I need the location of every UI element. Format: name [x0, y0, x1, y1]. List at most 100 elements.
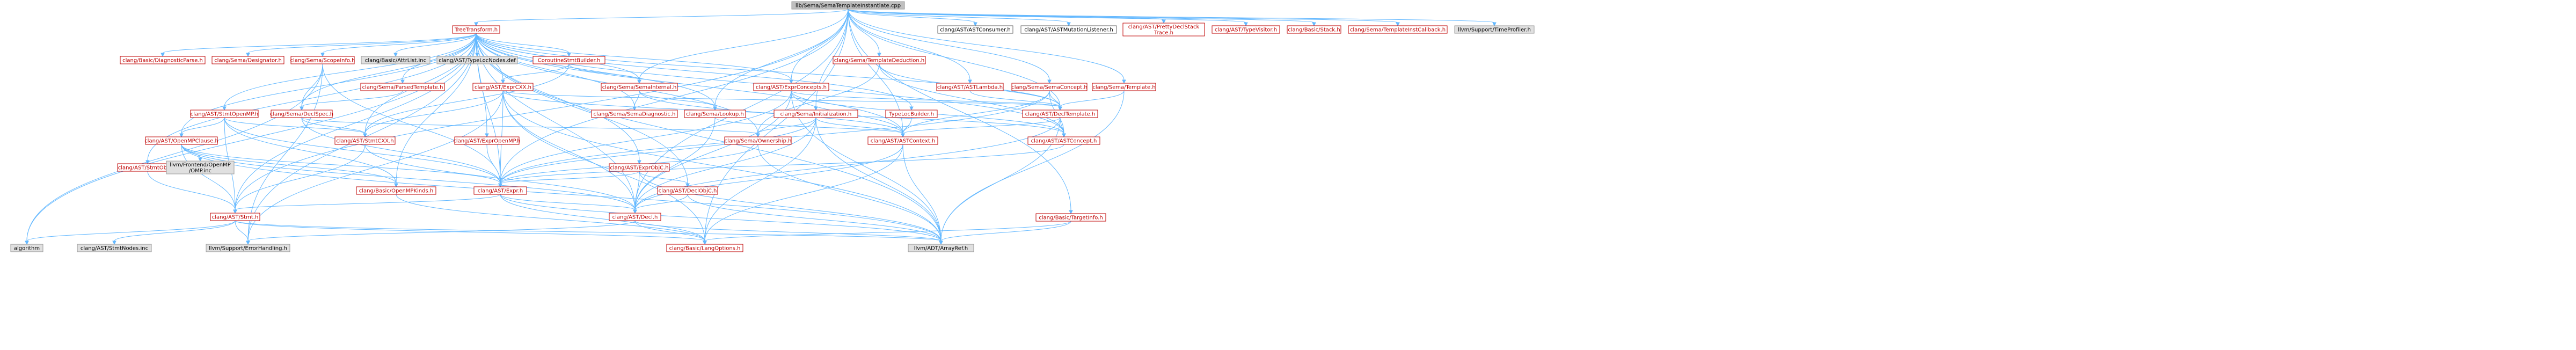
node-astcontext[interactable]: clang/AST/ASTContext.h	[867, 136, 938, 145]
node-semadiag[interactable]: clang/Sema/SemaDiagnostic.h	[591, 110, 678, 118]
edge-stmt-to-errorhandling	[235, 220, 250, 245]
edge-expr-to-langoptions	[500, 194, 707, 245]
node-declspec[interactable]: clang/Sema/DeclSpec.h	[270, 110, 333, 118]
node-semaconcept[interactable]: clang/Sema/SemaConcept.h	[1011, 83, 1088, 91]
node-astconcept[interactable]: clang/AST/ASTConcept.h	[1027, 136, 1100, 145]
node-parsedtemplate[interactable]: clang/Sema/ParsedTemplate.h	[360, 83, 445, 91]
edge-stmt-to-arrayref	[235, 220, 943, 245]
node-label: clang/AST/ExprObjC.h	[610, 165, 668, 171]
node-astmut: clang/AST/ASTMutationListener.h	[1020, 25, 1117, 34]
node-exprcxx[interactable]: clang/AST/ExprCXX.h	[472, 83, 534, 91]
edge-tt-to-declspec	[300, 33, 477, 111]
node-label: clang/AST/OpenMPClause.h	[144, 138, 218, 144]
edge-stmtobjc-to-stmt	[147, 171, 237, 214]
node-typelocnodes: clang/AST/TypeLocNodes.def	[436, 56, 518, 64]
edge-exprcxx-to-decl	[502, 90, 637, 214]
node-stmtobjc[interactable]: clang/AST/StmtObjC.h	[117, 163, 178, 172]
node-initialization[interactable]: clang/Sema/Initialization.h	[773, 110, 858, 118]
node-tdeduction[interactable]: clang/Sema/TemplateDeduction.h	[833, 56, 926, 64]
graph-nodes: lib/Sema/SemaTemplateInstantiate.cppTree…	[10, 1, 1535, 252]
node-scopeinfo[interactable]: clang/Sema/ScopeInfo.h	[290, 56, 355, 64]
node-label: clang/AST/ExprOpenMP.h	[453, 138, 520, 144]
node-declobjc[interactable]: clang/AST/DeclObjC.h	[657, 186, 718, 195]
node-stmtcxx[interactable]: clang/AST/StmtCXX.h	[334, 136, 396, 145]
edge-exprcxx-to-decltemplate	[502, 90, 1062, 111]
edge-decltemplate-to-arrayref	[939, 117, 1061, 245]
node-openmpkinds[interactable]: clang/Basic/OpenMPKinds.h	[356, 186, 436, 195]
edge-targetinfo-to-langoptions	[703, 221, 1071, 245]
node-instcallback[interactable]: clang/Sema/TemplateInstCallback.h	[1348, 25, 1448, 34]
node-attrlist: clang/Basic/AttrList.inc	[361, 56, 430, 64]
node-label: clang/Sema/ScopeInfo.h	[290, 58, 355, 64]
edge-tt-to-scopeinfo	[320, 33, 477, 57]
node-exprobjc[interactable]: clang/AST/ExprObjC.h	[609, 163, 670, 172]
node-semainternal[interactable]: clang/Sema/SemaInternal.h	[601, 83, 678, 91]
node-label: clang/Basic/TargetInfo.h	[1039, 215, 1103, 221]
node-typevisitor[interactable]: clang/AST/TypeVisitor.h	[1212, 25, 1280, 34]
node-label: clang/Basic/LangOptions.h	[669, 246, 741, 252]
node-label: clang/Basic/AttrList.inc	[365, 58, 426, 64]
node-typelocbuilder[interactable]: TypeLocBuilder.h	[885, 110, 938, 118]
edge-root-to-exprconcepts	[789, 9, 849, 84]
edge-root-to-astmut	[848, 9, 1071, 27]
edge-tt-to-astcontext	[476, 33, 905, 138]
node-errorhandling: llvm/Support/ErrorHandling.h	[206, 244, 290, 252]
edge-root-to-initialization	[814, 9, 849, 111]
node-exprconcepts[interactable]: clang/AST/ExprConcepts.h	[753, 83, 829, 91]
node-targetinfo[interactable]: clang/Basic/TargetInfo.h	[1035, 213, 1106, 222]
node-label: clang/Sema/SemaDiagnostic.h	[594, 112, 676, 118]
edge-astlambda-to-decltemplate	[969, 90, 1062, 111]
node-label: clang/Sema/TemplateDeduction.h	[834, 58, 925, 64]
node-label: clang/AST/ASTLambda.h	[937, 85, 1003, 91]
edge-root-to-astconsumer	[848, 9, 977, 27]
node-stmt[interactable]: clang/AST/Stmt.h	[210, 213, 260, 221]
node-openmpclause[interactable]: clang/AST/OpenMPClause.h	[144, 136, 218, 145]
node-label: llvm/ADT/ArrayRef.h	[914, 246, 968, 252]
node-langoptions[interactable]: clang/Basic/LangOptions.h	[666, 244, 743, 252]
node-label: clang/AST/Expr.h	[478, 188, 523, 194]
edge-stmt-to-stmtnodes	[112, 220, 236, 245]
node-decl[interactable]: clang/AST/Decl.h	[609, 213, 661, 221]
edge-parsedtemplate-to-declspec	[300, 90, 403, 111]
node-designator[interactable]: clang/Sema/Designator.h	[211, 56, 284, 64]
edge-astconcept-to-expr	[498, 144, 1064, 188]
edge-decl-to-langoptions	[634, 220, 707, 245]
node-astconsumer: clang/AST/ASTConsumer.h	[937, 25, 1013, 34]
node-label: clang/AST/DeclTemplate.h	[1025, 112, 1095, 118]
node-stmtopenmp[interactable]: clang/AST/StmtOpenMP.h	[190, 110, 259, 118]
node-label: /OMP.inc	[189, 168, 211, 174]
node-stmtnodes: clang/AST/StmtNodes.inc	[77, 244, 152, 252]
node-expr[interactable]: clang/AST/Expr.h	[473, 186, 527, 195]
node-label: llvm/Support/ErrorHandling.h	[209, 246, 287, 252]
edge-root-to-tdeduction	[848, 9, 881, 57]
node-label: llvm/Support/TimeProfiler.h	[1458, 27, 1531, 33]
node-label: clang/Sema/SemaConcept.h	[1011, 85, 1087, 91]
node-label: clang/Sema/Lookup.h	[686, 112, 744, 118]
edge-expr-to-stmt	[233, 194, 501, 214]
node-label: clang/AST/ExprCXX.h	[475, 85, 531, 91]
edge-openmpclause-to-stmt	[181, 144, 237, 214]
edge-exprobjc-to-declobjc	[639, 171, 690, 188]
edge-tt-to-algorithm	[25, 33, 477, 245]
node-lookup[interactable]: clang/Sema/Lookup.h	[684, 110, 746, 118]
node-label: clang/AST/StmtCXX.h	[336, 138, 393, 144]
node-label: clang/Sema/Initialization.h	[780, 112, 852, 118]
edge-ownership-to-arrayref	[757, 144, 943, 245]
node-label: clang/AST/TypeLocNodes.def	[439, 58, 516, 64]
node-basicstack[interactable]: clang/Basic/Stack.h	[1287, 25, 1341, 34]
edge-stmtopenmp-to-stmtcxx	[224, 117, 367, 138]
node-label: TreeTransform.h	[454, 27, 498, 33]
node-ownership[interactable]: clang/Sema/Ownership.h	[724, 136, 792, 145]
node-diagparse[interactable]: clang/Basic/DiagnosticParse.h	[120, 56, 206, 64]
edge-decl-to-arrayref	[634, 220, 943, 245]
node-decltemplate[interactable]: clang/AST/DeclTemplate.h	[1022, 110, 1098, 118]
edge-targetinfo-to-arrayref	[939, 221, 1071, 245]
node-sematemplate[interactable]: clang/Sema/Template.h	[1092, 83, 1156, 91]
edge-declspec-to-stmtcxx	[301, 117, 367, 138]
node-expropenmp[interactable]: clang/AST/ExprOpenMP.h	[453, 136, 521, 145]
node-astlambda[interactable]: clang/AST/ASTLambda.h	[936, 83, 1004, 91]
edge-root-to-basicstack	[848, 9, 1316, 27]
node-tt[interactable]: TreeTransform.h	[452, 25, 500, 34]
node-coroutine[interactable]: CoroutineStmtBuilder.h	[532, 56, 605, 64]
